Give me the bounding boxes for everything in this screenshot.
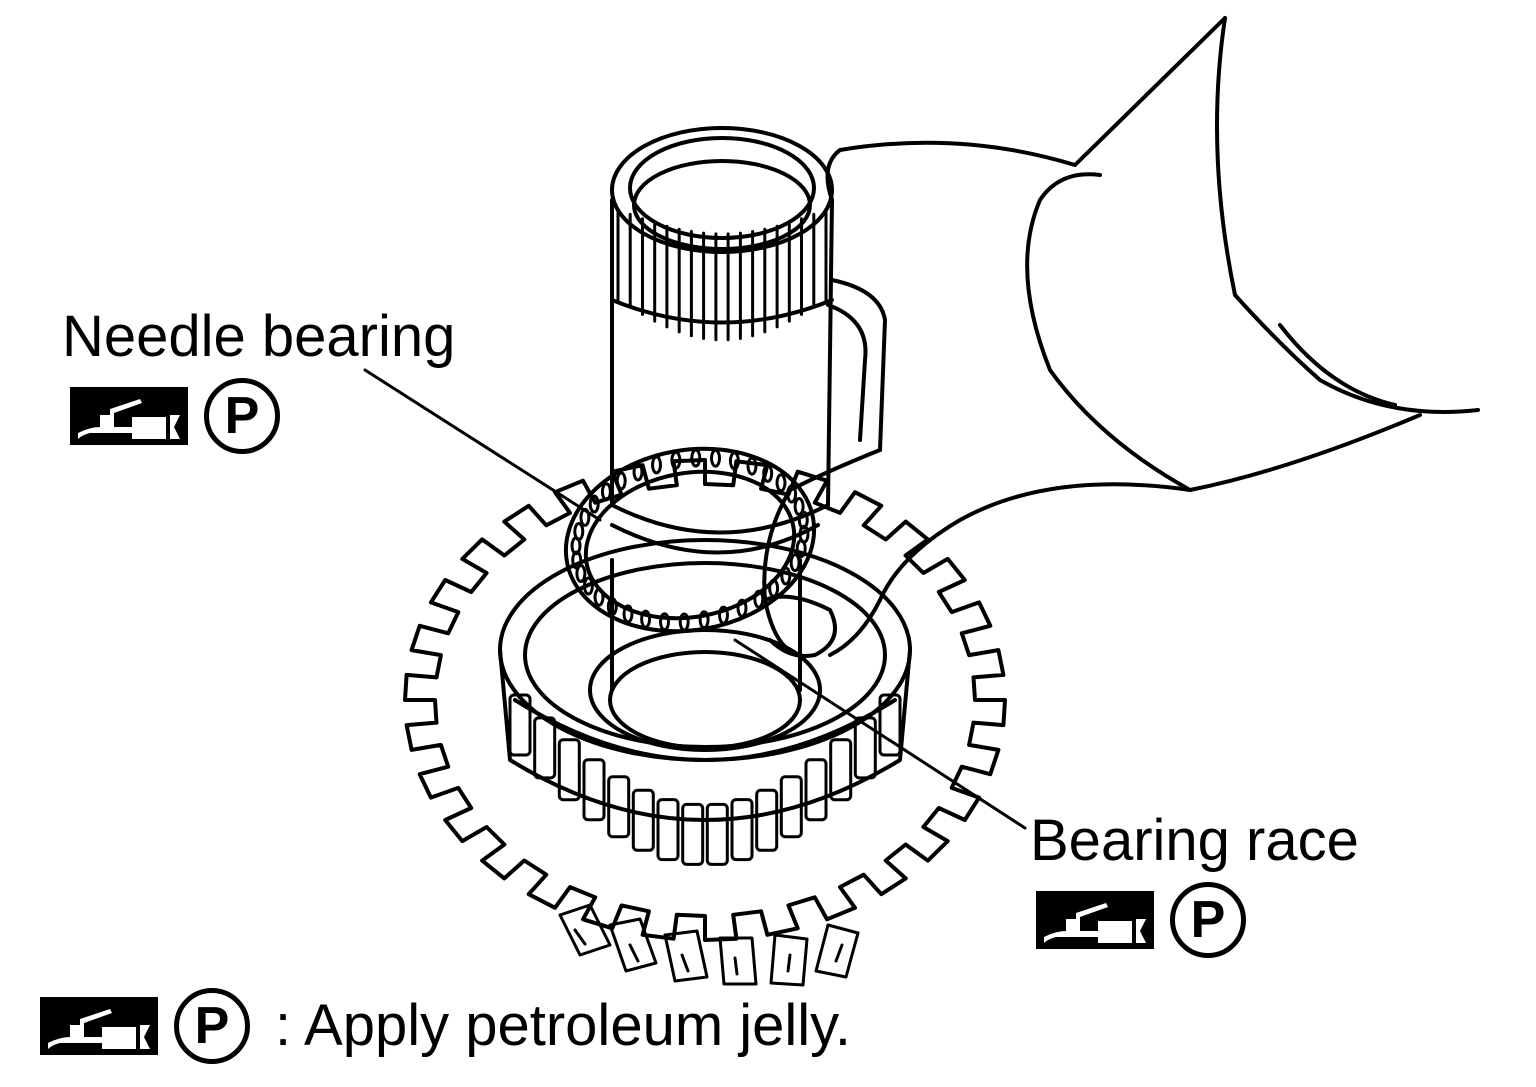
input-shaft <box>610 126 834 692</box>
bearing-needle <box>736 598 748 618</box>
bearing-needle <box>593 587 605 607</box>
bearing-needle <box>753 589 765 609</box>
p-circle-icon: P <box>174 988 250 1064</box>
drum-tab <box>656 798 680 862</box>
drum-tab <box>557 738 581 802</box>
drum-tab <box>681 802 705 866</box>
drum-tab <box>508 693 532 757</box>
p-circle-icon: P <box>1170 882 1246 958</box>
drum-tab <box>804 758 828 822</box>
grease-tube-icon <box>70 387 188 445</box>
helical-gear-teeth <box>558 903 860 987</box>
bearing-needle <box>659 612 670 632</box>
drum-tab <box>607 775 631 839</box>
drum-tab <box>533 716 557 780</box>
bearing-needle <box>678 612 690 632</box>
p-circle-icon: P <box>204 378 280 454</box>
bearing-needle <box>710 448 721 468</box>
bearing-needle <box>780 566 792 586</box>
drum-tab <box>755 788 779 852</box>
bearing-needle <box>728 451 740 471</box>
bearing-needle <box>698 610 710 630</box>
bearing-needle <box>670 450 682 470</box>
bearing-needle <box>622 604 634 624</box>
bearing-needle <box>762 463 774 483</box>
bearing-needle <box>573 522 585 541</box>
bearing-needle <box>775 473 787 493</box>
bearing-needle <box>690 448 702 468</box>
bearing-needle <box>606 597 618 617</box>
hand <box>762 16 1480 658</box>
bearing-needle <box>793 497 805 516</box>
grease-tube-icon <box>40 997 158 1055</box>
bearing-needle <box>651 455 662 475</box>
drum-tabs <box>508 693 902 866</box>
grease-tube-icon <box>1036 891 1154 949</box>
needle-bearing-label: Needle bearing <box>62 304 456 369</box>
shaft-splines <box>616 208 828 342</box>
drum-tab <box>779 775 803 839</box>
legend-symbols: P <box>40 988 250 1064</box>
bearing-race-symbols: P <box>1036 882 1246 958</box>
drum-tab <box>705 802 729 866</box>
bearing-needle <box>600 482 612 502</box>
bearing-needle <box>615 471 627 491</box>
drum-tab <box>582 758 606 822</box>
sprocket-ring <box>403 458 1007 942</box>
drum-tab <box>829 738 853 802</box>
bearing-needle <box>789 553 801 573</box>
bearing-needle <box>582 576 594 596</box>
bearing-race-leader <box>733 638 1027 830</box>
bearing-race-label: Bearing race <box>1030 808 1359 873</box>
drum-tab <box>730 798 754 862</box>
drum-tab <box>878 693 902 757</box>
bearing-needle <box>640 609 652 629</box>
drum-tab <box>631 788 655 852</box>
bearing-needle <box>588 494 600 514</box>
legend-text: : Apply petroleum jelly. <box>275 993 851 1058</box>
needle-bearing-leader <box>363 368 602 522</box>
clutch-drum <box>498 538 912 822</box>
bearing-needle <box>795 539 807 558</box>
drum-tab <box>853 716 877 780</box>
bearing-needle <box>632 462 644 482</box>
bearing-needles <box>570 448 810 632</box>
bearing-needle <box>746 456 758 476</box>
needle-bearing-symbols: P <box>70 378 280 454</box>
bearing-needle <box>718 605 729 625</box>
